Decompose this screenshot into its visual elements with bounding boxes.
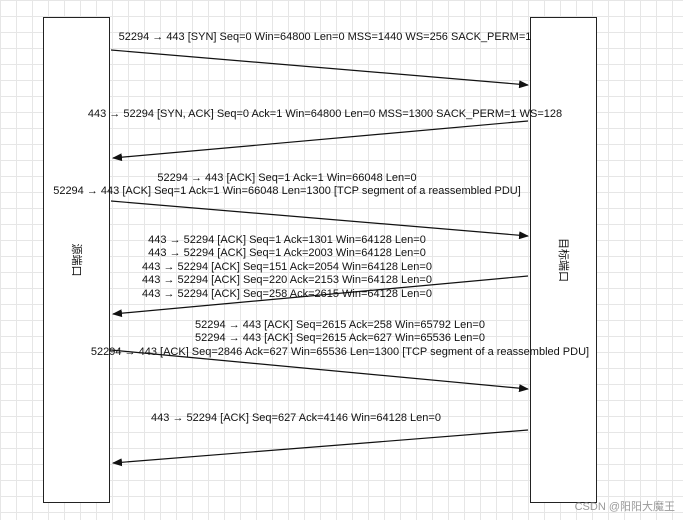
msg-ack-2c: 443 → 52294 [ACK] Seq=151 Ack=2054 Win=6…	[142, 261, 432, 273]
arrow-ack-2	[112, 275, 529, 318]
arrow-ack-3	[110, 349, 529, 393]
source-port-lane: 源端口	[43, 17, 110, 503]
arrow-syn	[110, 49, 529, 89]
msg-ack-2e: 443 → 52294 [ACK] Seq=258 Ack=2615 Win=6…	[142, 288, 432, 300]
msg-ack-1a: 52294 → 443 [ACK] Seq=1 Ack=1 Win=66048 …	[157, 172, 417, 184]
msg-ack-1b: 52294 → 443 [ACK] Seq=1 Ack=1 Win=66048 …	[53, 185, 521, 197]
arrow-syn-ack	[112, 120, 529, 162]
msg-ack-3b: 52294 → 443 [ACK] Seq=2615 Ack=627 Win=6…	[195, 332, 485, 344]
msg-syn: 52294 → 443 [SYN] Seq=0 Win=64800 Len=0 …	[118, 31, 532, 43]
msg-ack-2b: 443 → 52294 [ACK] Seq=1 Ack=2003 Win=641…	[148, 247, 426, 259]
msg-syn-ack: 443 → 52294 [SYN, ACK] Seq=0 Ack=1 Win=6…	[87, 108, 563, 120]
msg-ack-3a: 52294 → 443 [ACK] Seq=2615 Ack=258 Win=6…	[195, 319, 485, 331]
watermark: CSDN @阳阳大魔王	[574, 501, 675, 513]
destination-port-lane: 目标端口	[530, 17, 597, 503]
arrow-ack-4	[112, 429, 529, 467]
arrow-ack-1	[110, 200, 529, 240]
msg-ack-2d: 443 → 52294 [ACK] Seq=220 Ack=2153 Win=6…	[142, 274, 432, 286]
msg-ack-2a: 443 → 52294 [ACK] Seq=1 Ack=1301 Win=641…	[148, 234, 426, 246]
msg-ack-4: 443 → 52294 [ACK] Seq=627 Ack=4146 Win=6…	[151, 412, 441, 424]
msg-ack-3c: 52294 → 443 [ACK] Seq=2846 Ack=627 Win=6…	[90, 346, 590, 358]
